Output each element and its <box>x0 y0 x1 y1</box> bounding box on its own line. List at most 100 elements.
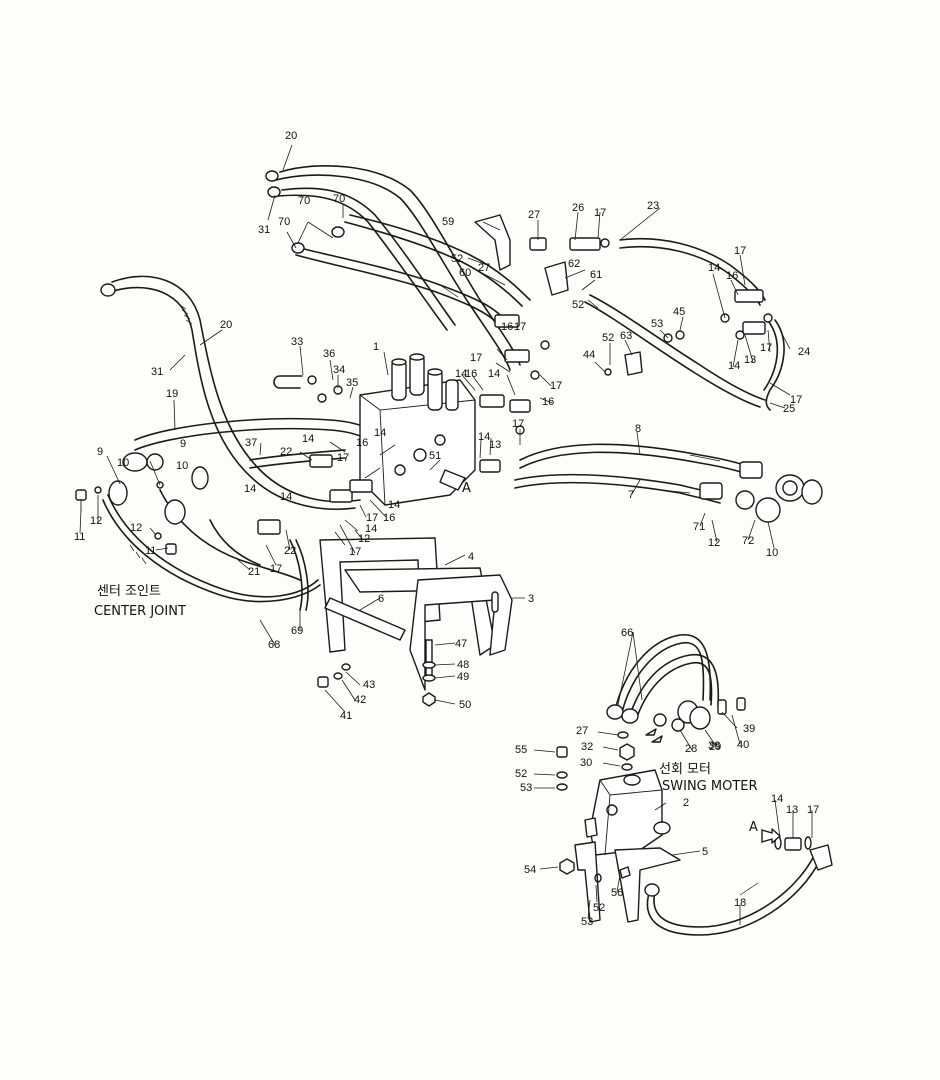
callout-number: 17 <box>790 394 802 406</box>
callout-number: 17 <box>760 342 772 354</box>
callout-number: 30 <box>580 757 592 769</box>
callout-number: 47 <box>455 638 467 650</box>
callout-number: 14 <box>478 431 490 443</box>
callout-number: 13 <box>489 439 501 451</box>
callout-number: 49 <box>457 671 469 683</box>
callout-number: 21 <box>248 566 260 578</box>
callout-number: 33 <box>291 336 303 348</box>
bracket-62 <box>544 261 569 296</box>
swing-motor-label-en: SWING MOTER <box>662 779 758 794</box>
callout-number: 9 <box>180 438 186 450</box>
callout-number: 53 <box>520 782 532 794</box>
callout-number: 28 <box>685 743 697 755</box>
callout-number: 50 <box>459 699 471 711</box>
callout-number: 14 <box>244 483 256 495</box>
callout-number: 14 <box>728 360 740 372</box>
callout-number: 17 <box>734 245 746 257</box>
callout-number: 5 <box>702 846 708 858</box>
callout-number: 22 <box>280 446 292 458</box>
callout-number: 6 <box>378 593 384 605</box>
callout-number: 52 <box>602 332 614 344</box>
callout-number: 41 <box>340 710 352 722</box>
callout-number: 70 <box>333 193 345 205</box>
callout-number: 14 <box>708 262 720 274</box>
callout-number: 55 <box>515 744 527 756</box>
callout-number: 16 <box>542 396 554 408</box>
callout-number: 69 <box>291 625 303 637</box>
callout-number: 29 <box>709 741 721 753</box>
callout-number: 61 <box>590 269 602 281</box>
callout-number: 17 <box>807 804 819 816</box>
flanges <box>100 170 823 525</box>
callout-number: 14 <box>771 793 783 805</box>
callout-number: 14 <box>302 433 314 445</box>
callout-number: 17 <box>514 321 526 333</box>
callout-number: 10 <box>766 547 778 559</box>
callout-number: 63 <box>620 330 632 342</box>
callout-number: 13 <box>744 354 756 366</box>
callout-number: 12 <box>90 515 102 527</box>
bracket-59 <box>474 214 511 271</box>
callout-number: 27 <box>478 262 490 274</box>
callout-number: 23 <box>647 200 659 212</box>
clamp-63 <box>624 351 643 376</box>
callout-number: 52 <box>593 902 605 914</box>
callout-number: 53 <box>651 318 663 330</box>
callout-number: 40 <box>737 739 749 751</box>
callout-number: 17 <box>337 452 349 464</box>
callout-number: 9 <box>97 446 103 458</box>
callout-number: 45 <box>673 306 685 318</box>
callout-number: 52 <box>451 253 463 265</box>
callout-number: 66 <box>621 627 633 639</box>
callout-number: 42 <box>354 694 366 706</box>
callout-number: 17 <box>349 546 361 558</box>
callout-number: 56 <box>611 887 623 899</box>
callout-number: 22 <box>284 545 296 557</box>
callout-number: 27 <box>528 209 540 221</box>
callout-number: 11 <box>74 531 85 543</box>
callout-number: 51 <box>429 450 441 462</box>
swing-motor-hoses <box>606 634 746 771</box>
main-control-valve <box>359 353 476 506</box>
callout-number: 32 <box>581 741 593 753</box>
callout-number: 39 <box>743 723 755 735</box>
callout-number: 43 <box>363 679 375 691</box>
callout-number: 16 <box>465 368 477 380</box>
swing-motor-label-kr: 선회 모터 <box>659 762 711 777</box>
center-joint-label-en: CENTER JOINT <box>94 604 186 619</box>
callout-number: 25 <box>783 403 795 415</box>
callout-number: 53 <box>581 916 593 928</box>
valve-fittings <box>257 237 773 535</box>
callout-number: 14 <box>365 523 377 535</box>
callout-number: 72 <box>742 535 754 547</box>
callout-number: 17 <box>270 563 282 575</box>
callout-number: 16 <box>383 512 395 524</box>
callout-number: 13 <box>786 804 798 816</box>
callout-number: 52 <box>515 768 527 780</box>
callout-number: 20 <box>220 319 232 331</box>
left-bolts <box>75 481 177 555</box>
callout-number: 52 <box>572 299 584 311</box>
callout-number: 48 <box>457 659 469 671</box>
callout-number: 24 <box>798 346 810 358</box>
callout-number: 35 <box>346 377 358 389</box>
callout-number: 12 <box>358 533 370 545</box>
swing-motor-valve <box>556 746 681 923</box>
callout-number: 7 <box>628 489 634 501</box>
callout-number: 14 <box>374 427 386 439</box>
callout-number: 14 <box>488 368 500 380</box>
callout-number: 68 <box>268 639 280 651</box>
center-joint-label-kr: 센터 조인트 <box>97 584 161 599</box>
callout-number: 34 <box>333 364 345 376</box>
callout-number: 18 <box>734 897 746 909</box>
callout-number: 26 <box>572 202 584 214</box>
callout-number: 31 <box>258 224 270 236</box>
callout-number: 17 <box>594 207 606 219</box>
callout-number: 60 <box>459 267 471 279</box>
view-a-label-detail: A <box>749 820 758 835</box>
leader-lines <box>79 144 813 925</box>
callout-number: 10 <box>117 457 129 469</box>
